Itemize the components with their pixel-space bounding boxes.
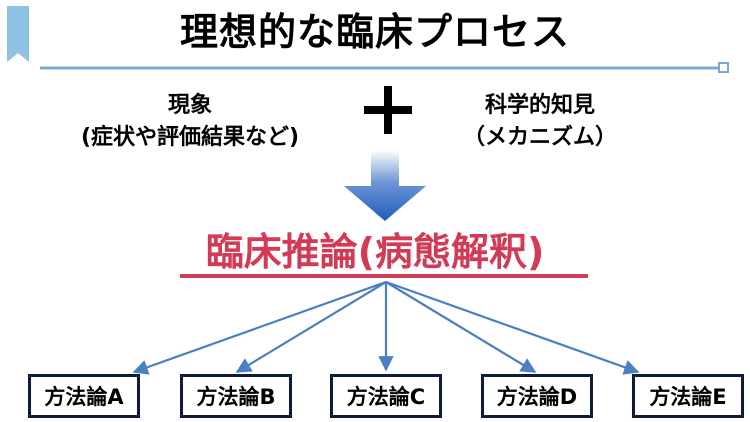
knowledge-detail: （メカニズム） — [462, 125, 617, 150]
phenomena-block: 現象 (症状や評価結果など) — [20, 90, 360, 154]
plus-icon — [364, 86, 412, 134]
page-title: 理想的な臨床プロセス — [179, 10, 570, 54]
phenomena-detail: (症状や評価結果など) — [80, 125, 300, 150]
method-box-c: 方法論C — [330, 374, 442, 418]
method-box-e: 方法論E — [632, 374, 744, 418]
connector-to-method-e — [385, 280, 640, 375]
clinical-reasoning-underline — [180, 274, 588, 278]
method-box-d: 方法論D — [481, 374, 593, 418]
title-divider — [40, 62, 729, 73]
knowledge-block: 科学的知見 （メカニズム） — [410, 90, 670, 154]
bookmark-icon — [7, 6, 29, 62]
method-box-a: 方法論A — [28, 374, 140, 418]
method-box-b: 方法論B — [180, 374, 292, 418]
clinical-reasoning-heading: 臨床推論(病態解釈) — [205, 230, 545, 274]
phenomena-heading: 現象 — [167, 93, 212, 118]
connector-to-method-a — [132, 280, 387, 375]
down-arrow-icon — [344, 150, 426, 221]
knowledge-heading: 科学的知見 — [484, 93, 595, 118]
connector-to-method-d — [385, 281, 537, 373]
connector-to-method-b — [235, 281, 387, 373]
